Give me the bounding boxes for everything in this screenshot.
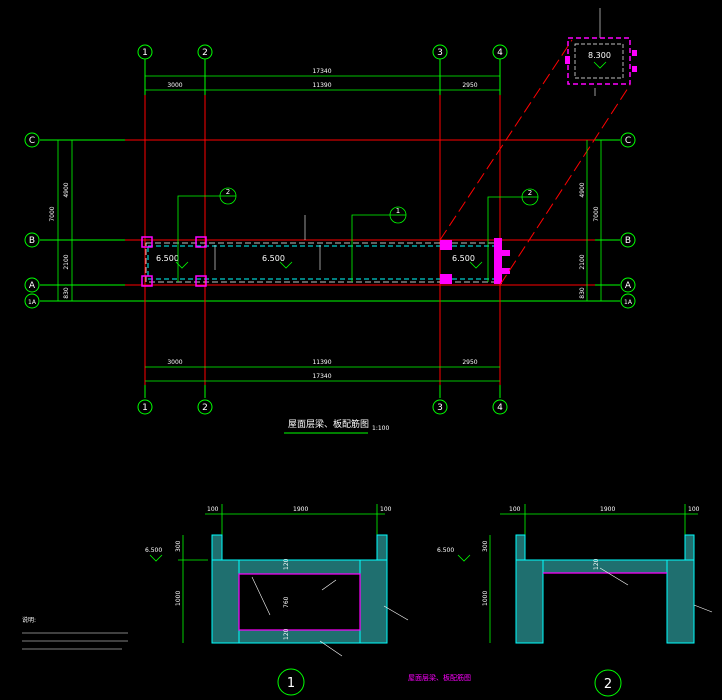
- sec1-h-body: 1000: [175, 591, 182, 606]
- dim-3-4-bottom: 2950: [462, 359, 477, 366]
- dim-2-3-top: 11390: [312, 82, 331, 89]
- detail-plan: [565, 37, 637, 85]
- section-2-bubble: [594, 669, 622, 697]
- axis-2-top: 2: [202, 48, 208, 58]
- dim-vert-outer-right: 7000: [593, 206, 600, 221]
- columns: [141, 236, 510, 287]
- sec1-dim-right: 100: [380, 506, 392, 513]
- axis-1a-right: 1A: [624, 299, 633, 306]
- dim-vert-ba-left: 2100: [63, 254, 70, 269]
- dim-1-2-bottom: 3000: [167, 359, 182, 366]
- section-1-bubble: [277, 668, 305, 696]
- notes-heading: 说明:: [22, 616, 36, 624]
- axis-1-bottom: 1: [142, 403, 148, 413]
- dim-3-4-top: 2950: [462, 82, 477, 89]
- sec1-h-inner-b: 760: [283, 596, 290, 608]
- dim-vert-outer-left: 7000: [49, 206, 56, 221]
- level-left: 6.500: [156, 254, 179, 263]
- sec2-dim-right: 100: [688, 506, 700, 513]
- main-plan-title: 屋面层梁、板配筋图: [288, 418, 369, 430]
- section-mark-z-right: 2: [528, 189, 532, 197]
- level-mid: 6.500: [262, 254, 285, 263]
- sec1-dim-left: 100: [207, 506, 219, 513]
- bottom-title: 屋面层梁、板配筋图: [408, 673, 471, 682]
- sec1-level: 6.500: [145, 547, 162, 554]
- axis-a-left: A: [29, 281, 36, 291]
- axis-1a-left: 1A: [28, 299, 37, 306]
- section-1-label: 1: [287, 676, 295, 691]
- sec2-h-body: 1000: [482, 591, 489, 606]
- axis-c-left: C: [29, 136, 35, 146]
- sec1-h-inner-a: 120: [283, 558, 290, 570]
- dim-vert-ba-right: 2100: [579, 254, 586, 269]
- section-mark-z-mid: 1: [396, 207, 400, 215]
- section-markers: [177, 187, 539, 282]
- level-marks: [175, 261, 483, 269]
- axis-1-top: 1: [142, 48, 148, 58]
- dim-vert-a1a-right: 830: [579, 287, 586, 299]
- axis-bubbles: [24, 44, 636, 415]
- dim-total-bottom: 17340: [312, 373, 331, 380]
- grid-lines: [40, 58, 620, 398]
- sec1-dim-mid: 1900: [293, 506, 308, 513]
- dim-1-2-top: 3000: [167, 82, 182, 89]
- dim-vert-cb-right: 4900: [579, 182, 586, 197]
- axis-c-right: C: [625, 136, 631, 146]
- axis-3-top: 3: [437, 48, 443, 58]
- dim-2-3-bottom: 11390: [312, 359, 331, 366]
- sec1-h-inner-c: 120: [283, 628, 290, 640]
- dim-vert-cb-left: 4900: [63, 182, 70, 197]
- section-2-drawing: [457, 504, 713, 644]
- dim-vert-a1a-left: 830: [63, 287, 70, 299]
- rebar-annotations: [214, 8, 601, 270]
- dim-total-top: 17340: [312, 68, 331, 75]
- axis-4-top: 4: [497, 48, 503, 58]
- section-1-drawing: [149, 504, 409, 657]
- axis-a-right: A: [625, 281, 632, 291]
- axis-2-bottom: 2: [202, 403, 208, 413]
- sec2-dim-mid: 1900: [600, 506, 615, 513]
- axis-b-right: B: [625, 236, 631, 246]
- axis-b-left: B: [29, 236, 35, 246]
- main-plan-scale: 1:100: [372, 425, 389, 432]
- sec2-h-top: 300: [482, 540, 489, 552]
- axis-3-bottom: 3: [437, 403, 443, 413]
- level-right: 6.500: [452, 254, 475, 263]
- sec1-h-top: 300: [175, 540, 182, 552]
- sec2-h-inner: 120: [593, 558, 600, 570]
- sec2-level: 6.500: [437, 547, 454, 554]
- detail-leaders: [439, 39, 631, 286]
- section-2-label: 2: [604, 677, 612, 692]
- axis-4-bottom: 4: [497, 403, 503, 413]
- dimension-lines: [57, 75, 602, 382]
- level-detail-top: 8.300: [588, 51, 611, 60]
- section-mark-z-left: 2: [226, 188, 230, 196]
- notes-lines: [22, 632, 128, 650]
- sec2-dim-left: 100: [509, 506, 521, 513]
